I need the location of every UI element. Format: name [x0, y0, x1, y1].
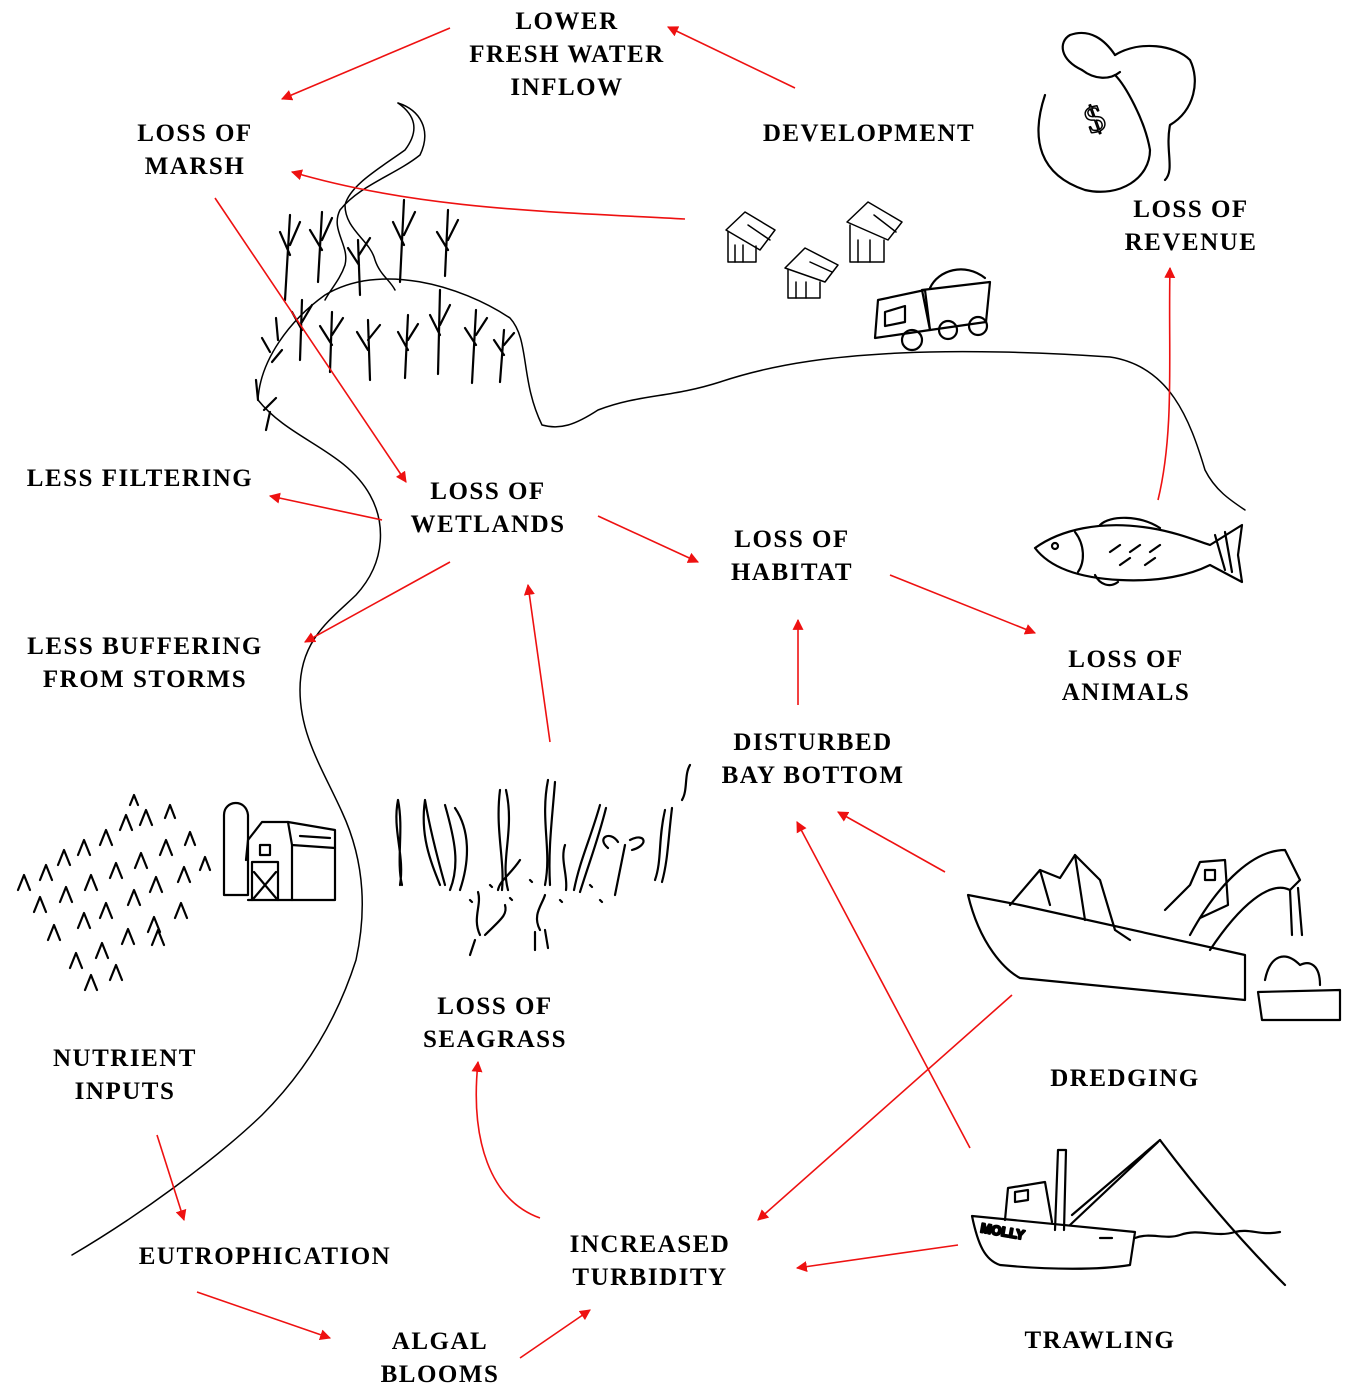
coastline — [71, 278, 1246, 1256]
node-less-buffering-from-storms: LESS BUFFERING FROM STORMS — [27, 633, 263, 693]
node-loss-of-animals: LOSS OF ANIMALS — [1061, 646, 1191, 706]
node-development: DEVELOPMENT — [762, 120, 976, 147]
arrow-dredging-to-increased-turbidity — [757, 994, 1013, 1221]
arrows — [156, 26, 1176, 1359]
fish-icon — [1033, 516, 1244, 587]
arrow-development-to-loss-of-marsh — [290, 169, 686, 220]
arrow-increased-turbidity-to-loss-of-seagrass — [471, 1060, 541, 1219]
arrow-algal-blooms-to-increased-turbidity — [519, 1309, 591, 1359]
dump-truck-icon — [873, 268, 992, 352]
seagrass-illustration — [395, 763, 692, 957]
node-lower-fresh-water-inflow: LOWER FRESH WATER INFLOW — [469, 8, 665, 101]
money-bag-icon: $ — [1037, 31, 1196, 193]
node-less-filtering: LESS FILTERING — [26, 465, 254, 492]
arrow-loss-of-animals-to-loss-of-revenue — [1157, 266, 1176, 501]
arrow-development-to-fresh-water-inflow — [667, 26, 796, 89]
farm-field-illustration — [16, 793, 212, 992]
arrow-loss-of-seagrass-to-loss-of-wetlands — [523, 583, 551, 743]
node-loss-of-revenue: LOSS OF REVENUE — [1124, 196, 1258, 256]
arrow-nutrient-inputs-to-eutrophication — [156, 1134, 187, 1222]
fishing-boat-icon: MOLLY — [970, 1138, 1287, 1287]
node-algal-blooms: ALGAL BLOOMS — [380, 1328, 500, 1388]
arrow-loss-of-marsh-to-loss-of-wetlands — [214, 197, 407, 483]
house-icon — [725, 211, 776, 263]
node-eutrophication: EUTROPHICATION — [138, 1243, 392, 1270]
arrow-loss-of-wetlands-to-less-buffering — [304, 561, 451, 643]
house-icon — [846, 201, 903, 263]
node-loss-of-seagrass: LOSS OF SEAGRASS — [423, 993, 567, 1053]
stream — [344, 102, 415, 291]
arrow-loss-of-wetlands-to-less-filtering — [268, 492, 383, 521]
dredge-ship-icon — [966, 848, 1342, 1022]
arrow-eutrophication-to-algal-blooms — [196, 1291, 332, 1340]
node-nutrient-inputs: NUTRIENT INPUTS — [53, 1045, 197, 1105]
node-trawling: TRAWLING — [1024, 1327, 1176, 1354]
node-loss-of-marsh: LOSS OF MARSH — [137, 120, 253, 180]
arrow-dredging-to-disturbed-bay-bottom — [837, 811, 946, 873]
arrow-trawling-to-disturbed-bay-bottom — [796, 821, 971, 1149]
node-loss-of-habitat: LOSS OF HABITAT — [730, 526, 854, 586]
marsh-illustration — [254, 102, 516, 432]
node-increased-turbidity: INCREASED TURBIDITY — [569, 1231, 731, 1291]
barn-icon — [222, 801, 337, 902]
marsh-grass — [254, 198, 516, 432]
arrow-loss-of-habitat-to-loss-of-animals — [889, 574, 1037, 635]
node-dredging: DREDGING — [1050, 1065, 1200, 1092]
stream — [324, 102, 426, 301]
dollar-sign: $ — [1079, 97, 1111, 143]
node-loss-of-wetlands: LOSS OF WETLANDS — [410, 478, 566, 538]
arrow-trawling-to-increased-turbidity — [795, 1244, 959, 1273]
arrow-fresh-water-inflow-to-loss-of-marsh — [280, 27, 451, 101]
houses — [725, 201, 903, 299]
arrow-loss-of-wetlands-to-loss-of-habitat — [597, 515, 699, 563]
node-disturbed-bay-bottom: DISTURBED BAY BOTTOM — [721, 729, 905, 789]
house-icon — [784, 247, 839, 299]
boat-name: MOLLY — [979, 1220, 1026, 1243]
